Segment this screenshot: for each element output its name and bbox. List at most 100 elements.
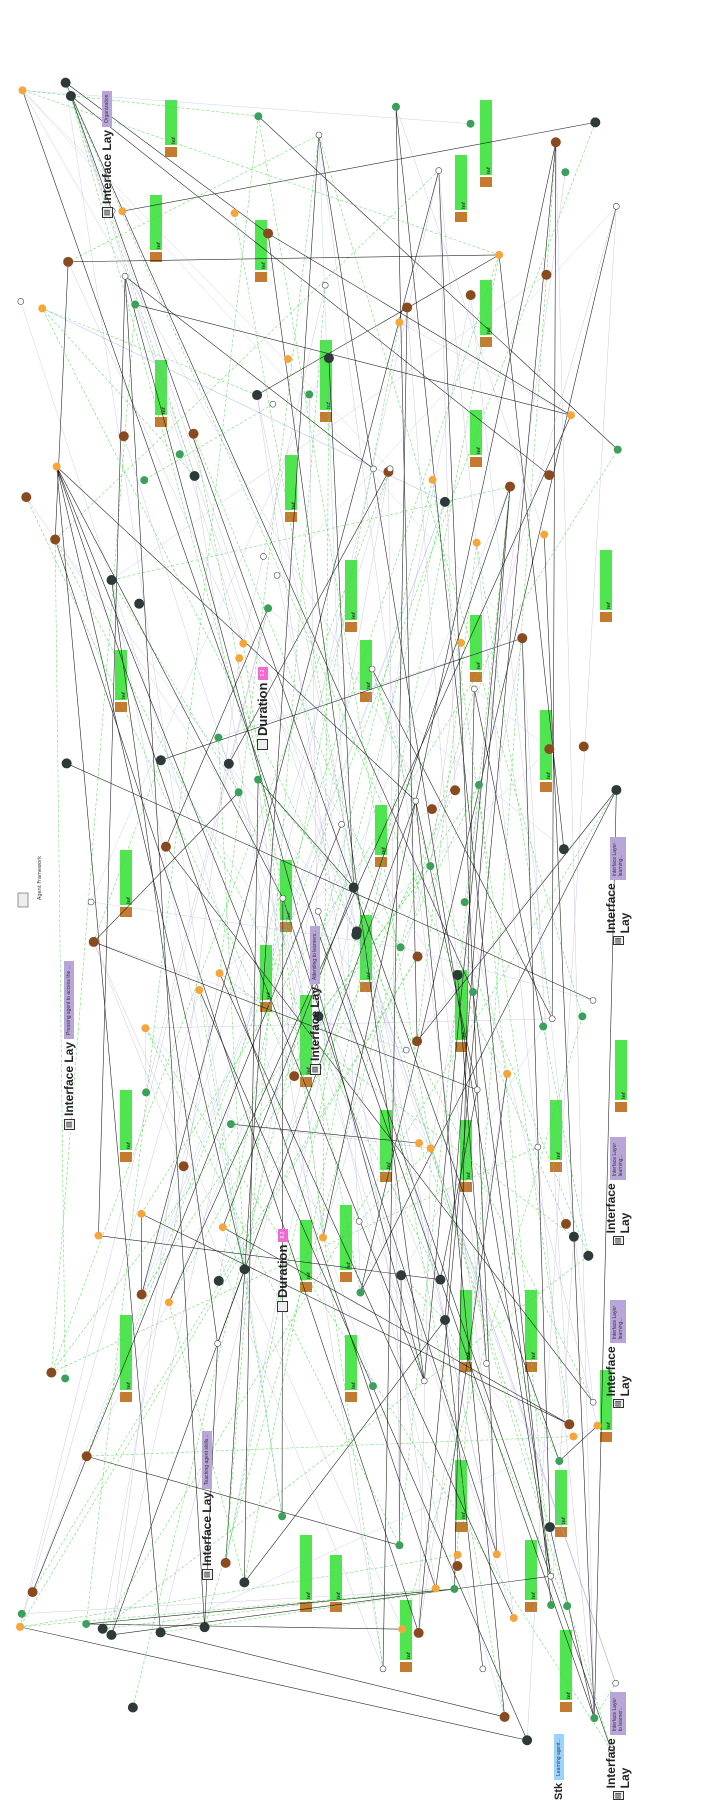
interface-layer-5[interactable]: ▤ Interface Lay Interface Layer to learn… [604,1692,632,1800]
edge-line [257,255,499,395]
edge-line [479,785,551,1576]
robot-icon [522,1735,532,1745]
edge-line [22,90,390,468]
bear-icon [221,1558,231,1568]
robot-icon [559,844,569,854]
inf-label: Inf [156,242,162,249]
person-icon [227,1120,235,1128]
sun-icon [165,1298,173,1306]
robot-icon [128,1702,138,1712]
duration-icon [277,1301,288,1312]
robot-icon [396,1270,406,1280]
sun-icon [94,1232,102,1240]
sun-icon [38,304,46,312]
inf-icon [345,622,357,632]
bear-icon [263,228,273,238]
interface-layer-7[interactable]: ▤ Interface Lay Interface Layer learning… [604,1137,632,1245]
inf-icon [470,457,482,467]
sun-icon [457,639,465,647]
inf-icon [165,147,177,157]
robot-icon [252,390,262,400]
edge-line [20,990,199,1627]
edge-line [244,780,258,1583]
edge-line [91,902,401,947]
stk-badge[interactable]: Stk Learning agent... [553,1734,565,1800]
person-icon [305,390,313,398]
stk-label: Stk [553,1783,565,1800]
edge-line [122,122,595,211]
sun-icon [429,476,437,484]
junction-node [315,908,321,914]
junction-node [215,1340,221,1346]
edge-line [161,760,431,1148]
interface-layer-4[interactable]: ▤ Interface Lay Organization [100,91,114,218]
sun-icon [216,969,224,977]
sun-icon [503,1070,511,1078]
edge-line [71,96,243,643]
robot-icon [435,1275,445,1285]
interface-layer-6[interactable]: ▤ Interface Lay Interface Layer learning… [604,1300,632,1408]
interface-layer-1[interactable]: ▤ Interface Lay Pressing agent to access… [62,961,76,1130]
sun-icon [219,1223,227,1231]
junction-node [483,1360,489,1366]
inf-label: Inf [406,1652,412,1659]
inf-box [345,560,357,620]
person-icon [278,1512,286,1520]
edge-line [559,1426,597,1461]
edge-line [458,1555,505,1717]
junction-node [369,666,375,672]
edge-line [94,942,402,1629]
robot-icon [239,1577,249,1587]
person-icon [140,476,148,484]
inf-icon [540,782,552,792]
interface-icon: ▤ [310,1064,321,1075]
inf-label: Inf [606,1422,612,1429]
edge-line [94,792,239,942]
person-icon [450,1585,458,1593]
duration-icon [257,739,268,750]
inf-icon [120,1152,132,1162]
interface-layer-8[interactable]: ▤ Interface Lay Interface Layer learning… [604,837,632,945]
robot-icon [352,926,362,936]
duration-1[interactable]: Duration 1.2 [255,667,270,750]
sun-icon [427,1144,435,1152]
interface-layer-label: Interface Lay [100,130,114,204]
person-icon [254,112,262,120]
inf-label: Inf [121,692,127,699]
bear-icon [161,842,171,852]
root-icon [18,893,28,907]
junction-node [280,895,286,901]
edge-line [323,142,556,1237]
interface-icon: ▤ [613,1399,624,1408]
sun-icon [540,531,548,539]
inf-label: Inf [261,262,267,269]
interface-layer-3[interactable]: ▤ Interface Lay Attending to learners... [308,926,322,1075]
robot-icon [453,970,463,980]
edge-line [401,947,593,1000]
junction-node [471,686,477,692]
sun-icon [235,654,243,662]
sun-icon [137,1210,145,1218]
edge-line [141,450,617,1214]
duration-2[interactable]: Duration 8.2 [275,1229,290,1312]
sun-icon [432,1584,440,1592]
junction-node [413,798,419,804]
sun-icon [141,1024,149,1032]
edge-line [71,96,258,780]
edge-line [135,305,571,416]
junction-node [474,1087,480,1093]
person-icon [561,168,569,176]
interface-layer-2[interactable]: ▤ Interface Lay Teaching agent skills... [200,1431,214,1580]
interface-layer-tag: Interface Layer learning... [610,837,626,880]
bear-icon [541,270,551,280]
junction-node [590,997,596,1003]
inf-box [120,1090,132,1150]
inf-box [480,280,492,335]
edge-line [22,90,258,116]
interface-layer-label: Interface Lay [604,883,632,933]
person-icon [590,1714,598,1722]
inf-label: Inf [476,447,482,454]
edge-line [86,116,258,1624]
edge-line [220,790,456,973]
bear-icon [63,257,73,267]
